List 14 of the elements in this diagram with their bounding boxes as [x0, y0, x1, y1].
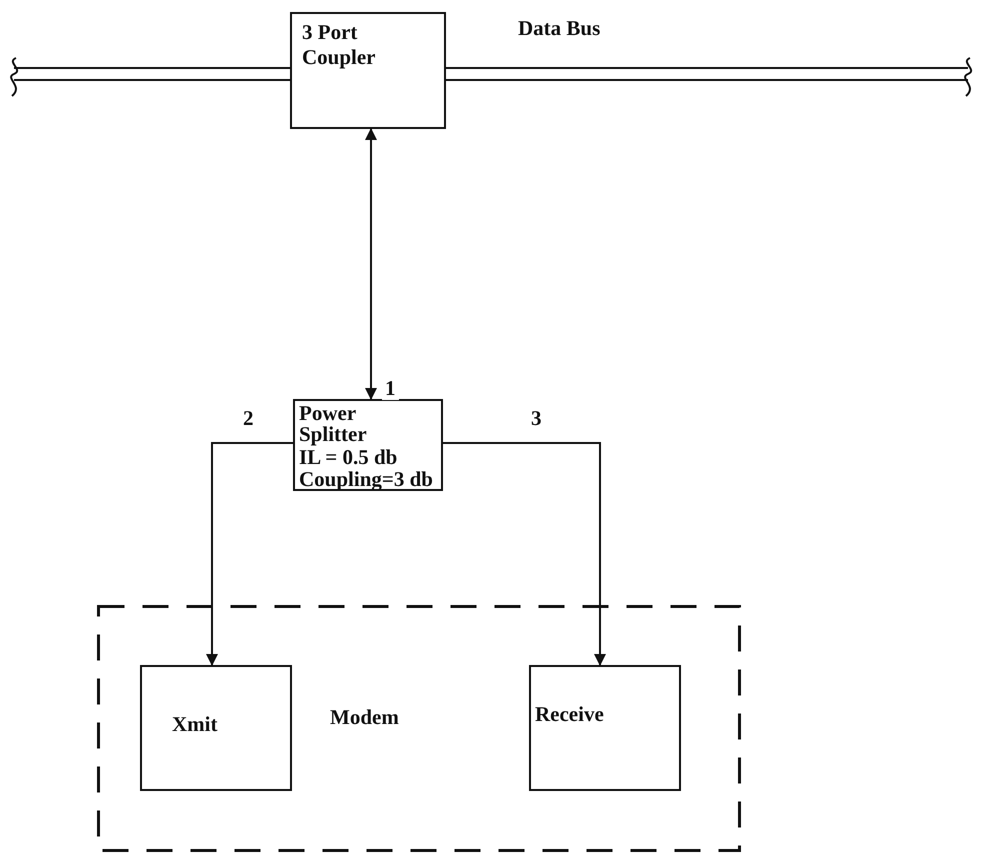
coupler-box	[290, 12, 446, 129]
arrow	[443, 442, 606, 666]
node-label: Xmit	[172, 712, 218, 738]
receiver-box	[529, 665, 681, 791]
arrow	[365, 128, 377, 400]
node-label: Receive	[535, 702, 604, 728]
transmitter-box	[140, 665, 292, 791]
node-label: Power Splitter	[299, 403, 368, 445]
node-label: 3 Port Coupler	[302, 20, 376, 70]
arrow	[206, 442, 293, 666]
bus-label: Data Bus	[518, 16, 600, 42]
node-label: Modem	[330, 705, 399, 730]
splitter-box	[293, 399, 443, 491]
modem-dashed-box	[97, 605, 741, 852]
